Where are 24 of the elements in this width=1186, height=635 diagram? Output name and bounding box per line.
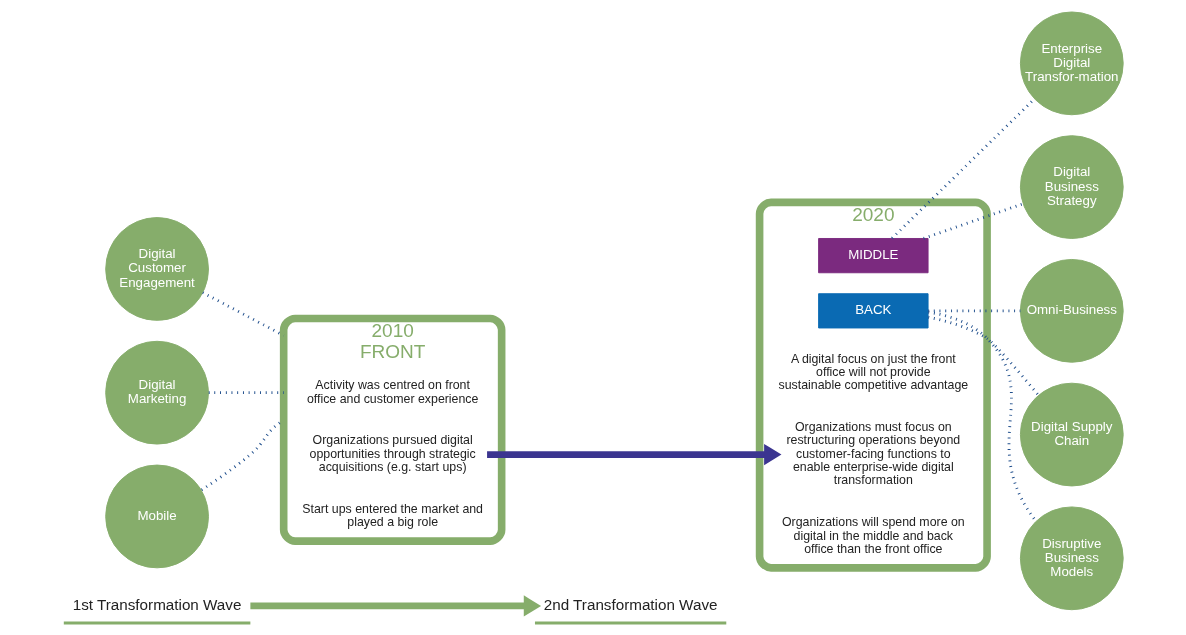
node-circle: Digital Business Strategy bbox=[1019, 135, 1124, 239]
connector bbox=[927, 315, 1040, 397]
node-circle: Mobile bbox=[104, 464, 209, 569]
node-circle: Digital Supply Chain bbox=[1019, 382, 1124, 487]
connector bbox=[890, 98, 1035, 240]
node-text: A digital focus on just the front office will not provide sustainable competitive advantage bbox=[778, 351, 968, 393]
connector bbox=[208, 391, 284, 395]
node-circle: Enterprise Digital Transfor-mation bbox=[1019, 11, 1124, 116]
node-text: Organizations must focus on restructuring operations beyond customer-facing functions to enable enterprise-wide digital transformation bbox=[785, 420, 960, 488]
node-circle: Disruptive Business Models bbox=[1019, 506, 1124, 611]
node-text: Organizations pursued digital opportunities through strategic acquisitions (e.g. start ups) bbox=[309, 433, 476, 475]
arrow bbox=[486, 443, 781, 466]
node-text: 2nd Transformation Wave bbox=[543, 595, 717, 613]
node-box: BACK bbox=[817, 293, 929, 329]
connector bbox=[922, 202, 1023, 240]
node-box: MIDDLE bbox=[817, 238, 929, 274]
node-circle: Digital Marketing bbox=[104, 340, 209, 445]
node-circle: Digital Customer Engagement bbox=[104, 217, 209, 321]
node-circle: Omni-Business bbox=[1019, 258, 1124, 363]
node-text: Start ups entered the market and played a big role bbox=[301, 502, 483, 530]
arrow bbox=[249, 595, 541, 617]
node-text: Organizations will spend more on digital in the middle and back office than the front office bbox=[781, 515, 965, 556]
node-text: Activity was centred on front office and customer experience bbox=[306, 378, 478, 406]
node-text: 1st Transformation Wave bbox=[72, 595, 241, 613]
